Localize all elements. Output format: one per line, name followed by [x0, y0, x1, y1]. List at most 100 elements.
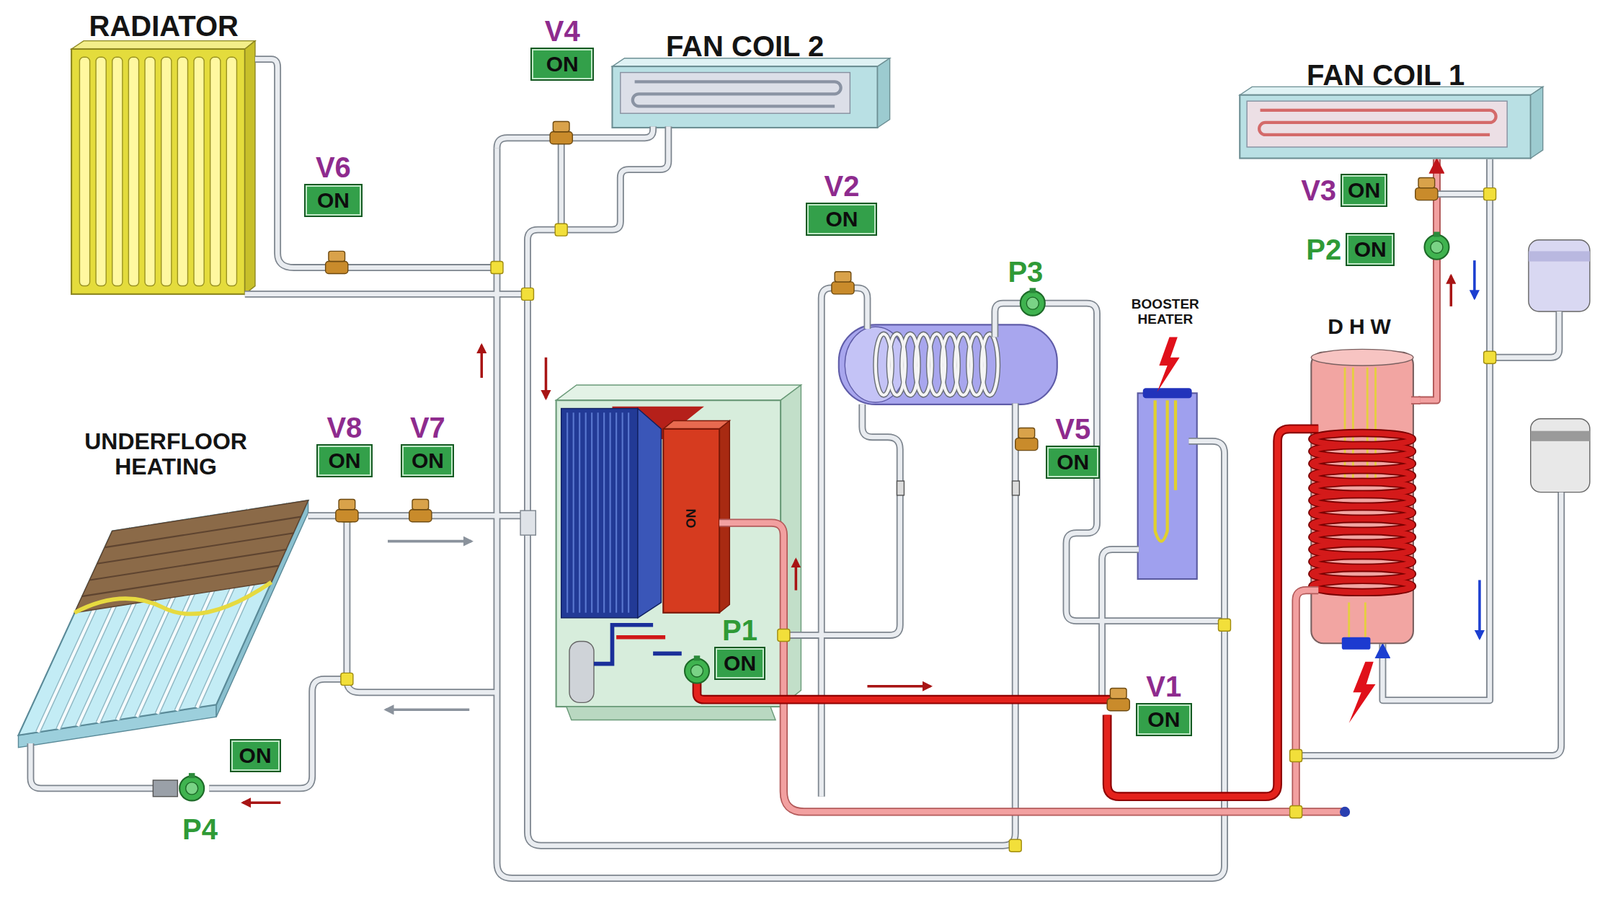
pump-symbol: [1020, 287, 1046, 315]
valve-symbol: [1107, 688, 1130, 711]
pump-badge: ON: [229, 738, 282, 772]
heat-pump-unit: [556, 384, 802, 720]
component-label: DHW: [1327, 314, 1397, 339]
expansion-vessel: [1528, 240, 1590, 312]
component: FAN COIL 1: [1237, 56, 1534, 160]
valve-label: V2: [824, 171, 860, 201]
expansion-vessel: [1528, 250, 1590, 261]
pipework: [1339, 806, 1350, 817]
pipe-tee: [1290, 805, 1303, 818]
radiator-body: [79, 56, 90, 286]
status-badge: ON: [229, 738, 282, 772]
component: BOOSTER HEATER: [1120, 296, 1211, 582]
fan-coil-unit: [611, 58, 890, 128]
pipe-tee: [777, 628, 790, 641]
radiator-body: [71, 49, 246, 295]
heat-pump-unit: [663, 420, 730, 429]
component-label: FAN COIL 2: [665, 30, 824, 62]
valve-badge: V7ON: [400, 412, 455, 478]
flow-arrow: [1450, 275, 1453, 306]
status-badge: ON: [400, 443, 455, 478]
pump-label: P1: [722, 615, 758, 645]
underfloor-panel: [74, 500, 308, 613]
valve-symbol: [325, 121, 1438, 711]
fan-coil-unit: [1259, 110, 1496, 135]
heat-pump-unit: [556, 400, 781, 707]
booster-heater-body: [1157, 336, 1180, 392]
fan-coil-unit: [877, 58, 891, 128]
valve-symbol: [549, 121, 573, 145]
component: DHW: [1305, 311, 1419, 645]
buffer-tank: [875, 333, 999, 395]
radiator-body: [112, 56, 123, 286]
buffer-tank: [838, 324, 1058, 404]
status-badge: ON: [1045, 445, 1100, 479]
underfloor-panel: [74, 581, 271, 614]
radiator-body: [161, 56, 172, 286]
radiator-body: [79, 56, 237, 286]
heat-pump-unit: [719, 420, 730, 613]
flow-arrow: [242, 800, 281, 804]
radiator-body: [144, 56, 155, 286]
fan-coil-unit: [632, 81, 842, 106]
fan-coil-unit: [620, 72, 851, 114]
booster-heater-body: [1138, 392, 1198, 579]
component-label: FAN COIL 1: [1306, 59, 1465, 91]
valve-label: V7: [410, 412, 446, 442]
status-badge: ON: [304, 183, 363, 217]
pump-label: P3: [1007, 257, 1043, 287]
status-badge: ON: [714, 646, 766, 680]
status-badge: ON: [530, 47, 594, 81]
fan-coil-unit: [1239, 95, 1531, 159]
valve-label: V3: [1300, 175, 1337, 205]
pipe-tee: [554, 223, 568, 236]
pipe-tee: [521, 287, 534, 300]
pipework: [30, 59, 1562, 878]
component: RADIATOR: [69, 7, 259, 296]
dhw-tank: [1310, 348, 1414, 723]
heat-pump-unit: [616, 634, 666, 640]
buffer-tank: [875, 333, 999, 395]
booster-heater-body: [1143, 387, 1193, 398]
component-label: BOOSTER HEATER: [1125, 296, 1206, 328]
valve-badge: V2ON: [805, 171, 878, 236]
radiator-body: [128, 56, 139, 286]
radiator-body: [226, 56, 237, 286]
valve-badge: V1ON: [1135, 671, 1193, 736]
pipe-tee: [1483, 350, 1497, 364]
expansion-vessel: [1530, 418, 1590, 493]
valve-symbol: [335, 499, 359, 522]
flow-arrow: [1473, 260, 1477, 298]
valve-symbol: [1415, 177, 1438, 200]
valve-label: V5: [1055, 414, 1091, 444]
heat-pump-unit: [569, 640, 594, 702]
valve-label: V1: [1145, 671, 1182, 701]
component-label: UNDERFLOOR HEATING: [72, 428, 260, 480]
heat-pump-unit: [556, 384, 802, 400]
component: UNDERFLOOR HEATING: [20, 426, 312, 756]
radiator-body: [210, 56, 221, 286]
fan-coil-unit: [611, 66, 878, 128]
radiator-body: [193, 56, 204, 286]
pipework: [520, 510, 536, 535]
valve-symbol: [1015, 427, 1038, 450]
booster-heater-body: [1138, 336, 1198, 579]
dhw-tank: [1310, 348, 1414, 366]
radiator-body: [95, 56, 106, 286]
valve-badge: V5ON: [1045, 414, 1100, 479]
radiator-body: [71, 41, 256, 295]
pipe-tee: [1218, 618, 1231, 631]
valve-symbol: [409, 499, 432, 522]
pipe-tee: [490, 261, 504, 274]
flow-arrow: [794, 559, 798, 590]
pipework: [30, 59, 1562, 878]
valve-badge: V3ON: [1300, 173, 1388, 207]
underfloor-panel: [18, 500, 308, 736]
pipework: [696, 428, 1319, 797]
pump-badge: P1ON: [714, 615, 766, 680]
flow-arrow: [242, 260, 1480, 803]
status-badge: ON: [1135, 702, 1193, 736]
status-badge: ON: [316, 443, 373, 478]
